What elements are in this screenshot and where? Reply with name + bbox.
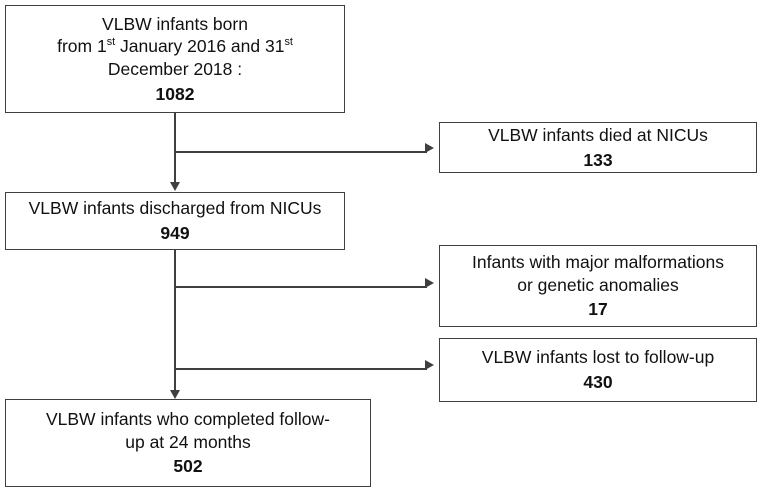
arrowhead-right-icon-malformations xyxy=(425,278,434,288)
node-infants-with-malformations: Infants with major malformations or gene… xyxy=(439,245,757,327)
node-vlbw-infants-born: VLBW infants born from 1st January 2016 … xyxy=(5,5,345,113)
connector-born-to-discharged xyxy=(174,113,176,184)
node-born-line-2-part-a: from 1 xyxy=(57,36,107,57)
node-vlbw-infants-completed-followup: VLBW infants who completed follow- up at… xyxy=(5,399,371,487)
node-completed-line-2: up at 24 months xyxy=(125,431,251,452)
node-malformations-line-2: or genetic anomalies xyxy=(517,274,679,295)
connector-born-to-died xyxy=(175,151,427,153)
node-malformations-line-1: Infants with major malformations xyxy=(472,251,724,272)
connector-discharged-to-completed xyxy=(174,250,176,392)
node-died-line-1: VLBW infants died at NICUs xyxy=(488,124,708,145)
node-died-count: 133 xyxy=(583,149,613,170)
node-discharged-count: 949 xyxy=(160,223,190,243)
node-born-line-2: from 1st January 2016 and 31st xyxy=(57,35,293,58)
node-born-line-2-part-b: January 2016 and 31 xyxy=(115,36,285,57)
node-vlbw-infants-lost-to-followup: VLBW infants lost to follow-up 430 xyxy=(439,338,757,402)
arrowhead-down-icon-discharged xyxy=(170,182,180,191)
connector-discharged-to-lost xyxy=(175,368,427,370)
node-born-line-1: VLBW infants born xyxy=(102,13,248,34)
node-malformations-count: 17 xyxy=(588,299,608,320)
node-born-count: 1082 xyxy=(155,83,195,104)
node-born-line-3: December 2018 : xyxy=(107,59,243,79)
node-born-ordinal-second: st xyxy=(284,36,293,49)
node-discharged-line-1: VLBW infants discharged from NICUs xyxy=(28,198,322,219)
node-lost-line-1: VLBW infants lost to follow-up xyxy=(481,347,715,368)
arrowhead-right-icon-lost xyxy=(425,360,434,370)
node-completed-line-1: VLBW infants who completed follow- xyxy=(45,408,331,429)
connector-discharged-to-malformations xyxy=(175,286,427,288)
arrowhead-right-icon-died xyxy=(425,143,434,153)
node-vlbw-infants-died-at-nicus: VLBW infants died at NICUs 133 xyxy=(439,122,757,173)
node-vlbw-infants-discharged: VLBW infants discharged from NICUs 949 xyxy=(5,192,345,250)
node-lost-count: 430 xyxy=(583,372,613,392)
arrowhead-down-icon-completed xyxy=(170,390,180,399)
node-completed-count: 502 xyxy=(173,456,203,477)
node-born-ordinal-first: st xyxy=(106,36,116,49)
